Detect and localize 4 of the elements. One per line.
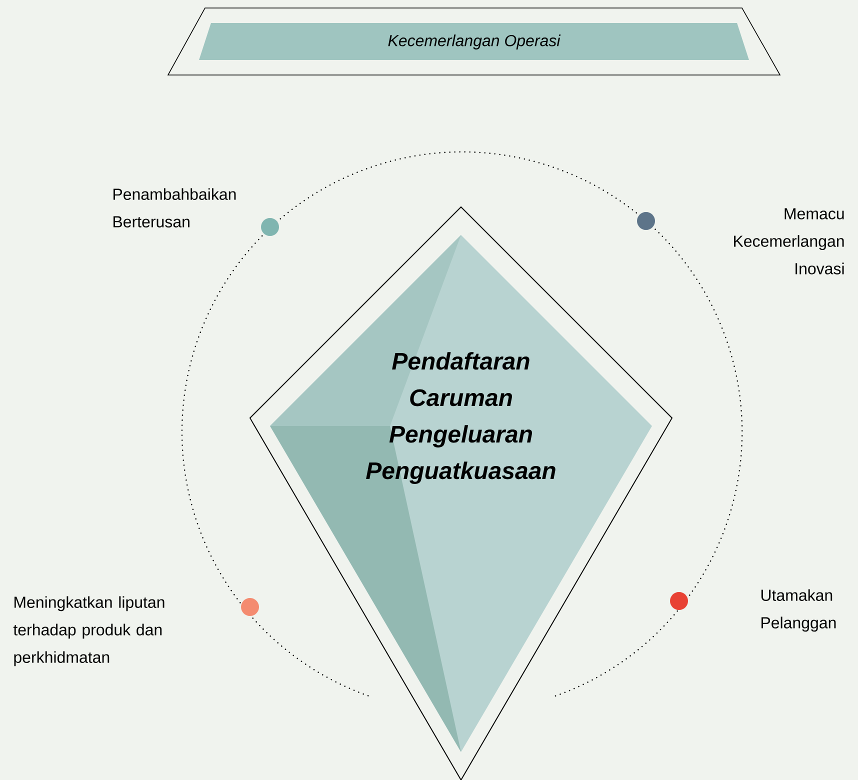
label-text: Meningkatkan liputan terhadap produk dan perkhidmatan — [13, 596, 164, 666]
label-text: Utamakan Pelanggan — [761, 589, 836, 632]
label-text: Memacu Kecemerlangan Inovasi — [734, 208, 844, 274]
label-text: Penambahbaikan Berterusan — [114, 188, 236, 228]
